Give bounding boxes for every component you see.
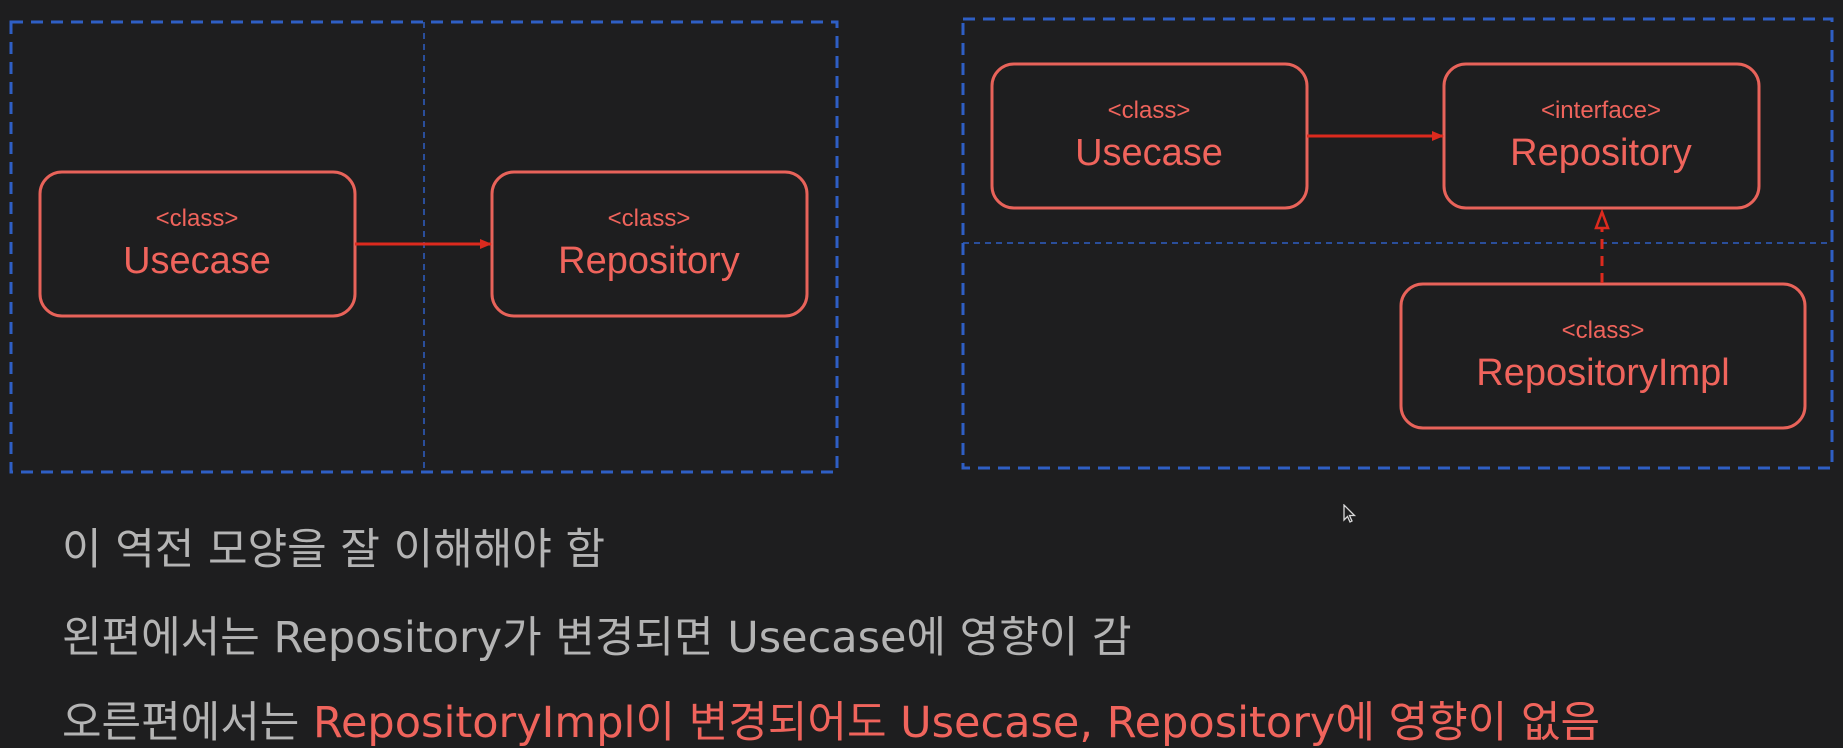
left-usecase-stereotype: <class> xyxy=(156,205,239,232)
right-usecase-node: <class> Usecase xyxy=(990,62,1309,210)
left-usecase-node: <class> Usecase xyxy=(38,170,357,318)
right-repository-node: <interface> Repository xyxy=(1442,62,1761,210)
left-repository-stereotype: <class> xyxy=(608,205,691,232)
realization-arrowhead-icon xyxy=(1594,208,1610,230)
right-repository-impl-name: RepositoryImpl xyxy=(1476,352,1729,394)
mouse-cursor-icon xyxy=(1343,504,1357,523)
right-repository-box xyxy=(1442,62,1761,210)
right-repository-impl-stereotype: <class> xyxy=(1562,317,1645,344)
right-usecase-stereotype: <class> xyxy=(1108,97,1191,124)
left-diagram: <class> Usecase <class> Repository xyxy=(9,20,839,474)
note-line-3-prefix: 오른편에서는 xyxy=(62,698,314,748)
note-line-3: 오른편에서는 RepositoryImpl이 변경되어도 Usecase, Re… xyxy=(62,702,1600,745)
left-repository-node: <class> Repository xyxy=(490,170,809,318)
right-diagram: <class> Usecase <interface> Repository <… xyxy=(961,17,1834,470)
left-repository-name: Repository xyxy=(558,240,740,282)
right-usecase-name: Usecase xyxy=(1075,132,1223,174)
note-line-3-highlight: RepositoryImpl이 변경되어도 Usecase, Repositor… xyxy=(313,698,1601,748)
left-usecase-name: Usecase xyxy=(123,240,271,282)
note-line-2: 왼편에서는 Repository가 변경되면 Usecase에 영향이 감 xyxy=(62,613,1132,663)
left-repository-box xyxy=(490,170,809,318)
note-line-1: 이 역전 모양을 잘 이해해야 함 xyxy=(62,525,606,575)
right-repository-impl-node: <class> RepositoryImpl xyxy=(1399,282,1807,430)
left-boundary xyxy=(9,20,839,474)
right-repository-name: Repository xyxy=(1510,132,1692,174)
right-repository-impl-box xyxy=(1399,282,1807,430)
right-repository-stereotype: <interface> xyxy=(1541,97,1661,124)
